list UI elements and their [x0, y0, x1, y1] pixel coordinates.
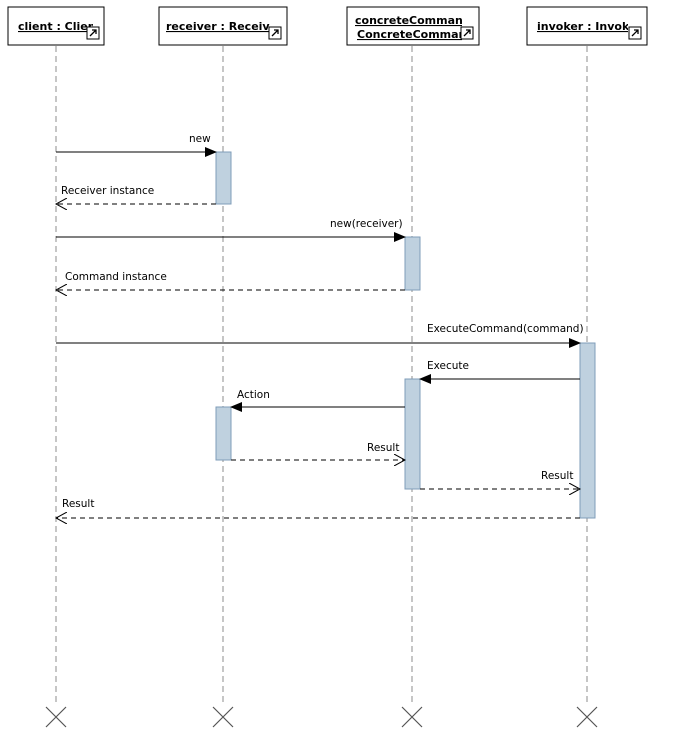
message-label: Execute [427, 360, 469, 372]
message-new[interactable]: new [56, 133, 217, 157]
header-label: client : Client [18, 20, 101, 33]
message-result-receiver[interactable]: Result [231, 442, 405, 460]
message-label: Result [541, 470, 573, 482]
message-label: Result [367, 442, 399, 454]
x-icon [45, 706, 67, 728]
x-icon [212, 706, 234, 728]
lifeline-header-client[interactable]: client : Client [7, 6, 105, 46]
message-new-receiver[interactable]: new(receiver) [56, 218, 406, 242]
link-arrow-icon[interactable] [86, 26, 100, 40]
message-label: ExecuteCommand(command) [427, 323, 584, 335]
message-receiver-instance[interactable]: Receiver instance [56, 185, 216, 204]
message-label: new(receiver) [330, 218, 403, 230]
message-result-invoker[interactable]: Result [56, 498, 580, 518]
message-label: Action [237, 389, 270, 401]
header-label: receiver : Receiver [166, 20, 283, 33]
message-label: Receiver instance [61, 185, 154, 197]
activation-receiver-1 [215, 151, 232, 205]
lifeline-header-receiver[interactable]: receiver : Receiver [158, 6, 288, 46]
link-arrow-icon[interactable] [460, 26, 474, 40]
header-label-line-1: concreteCommand : [355, 14, 479, 27]
header-label: invoker : Invoker [537, 20, 642, 33]
activation-bars [215, 151, 596, 519]
lifeline-header-concrete-command[interactable]: concreteCommand : ConcreteCommand [346, 6, 480, 46]
activation-concrete-command-1 [404, 236, 421, 291]
message-action[interactable]: Action [230, 389, 405, 412]
link-arrow-icon[interactable] [628, 26, 642, 40]
activation-receiver-2 [215, 406, 232, 461]
message-label: Command instance [65, 271, 167, 283]
messages: new Receiver instance new(receiver) Comm… [56, 133, 584, 518]
header-label-line-2: ConcreteCommand [357, 28, 474, 41]
x-icon [576, 706, 598, 728]
link-arrow-icon[interactable] [268, 26, 282, 40]
lifelines [55, 46, 588, 706]
message-execute-command[interactable]: ExecuteCommand(command) [56, 323, 584, 348]
message-command-instance[interactable]: Command instance [56, 271, 405, 290]
lifeline-header-invoker[interactable]: invoker : Invoker [526, 6, 648, 46]
destroy-markers [45, 706, 598, 728]
message-result-command[interactable]: Result [420, 470, 580, 489]
activation-concrete-command-2 [404, 378, 421, 490]
message-execute[interactable]: Execute [419, 360, 580, 384]
message-label: new [189, 133, 211, 145]
message-label: Result [62, 498, 94, 510]
x-icon [401, 706, 423, 728]
activation-invoker [579, 342, 596, 519]
